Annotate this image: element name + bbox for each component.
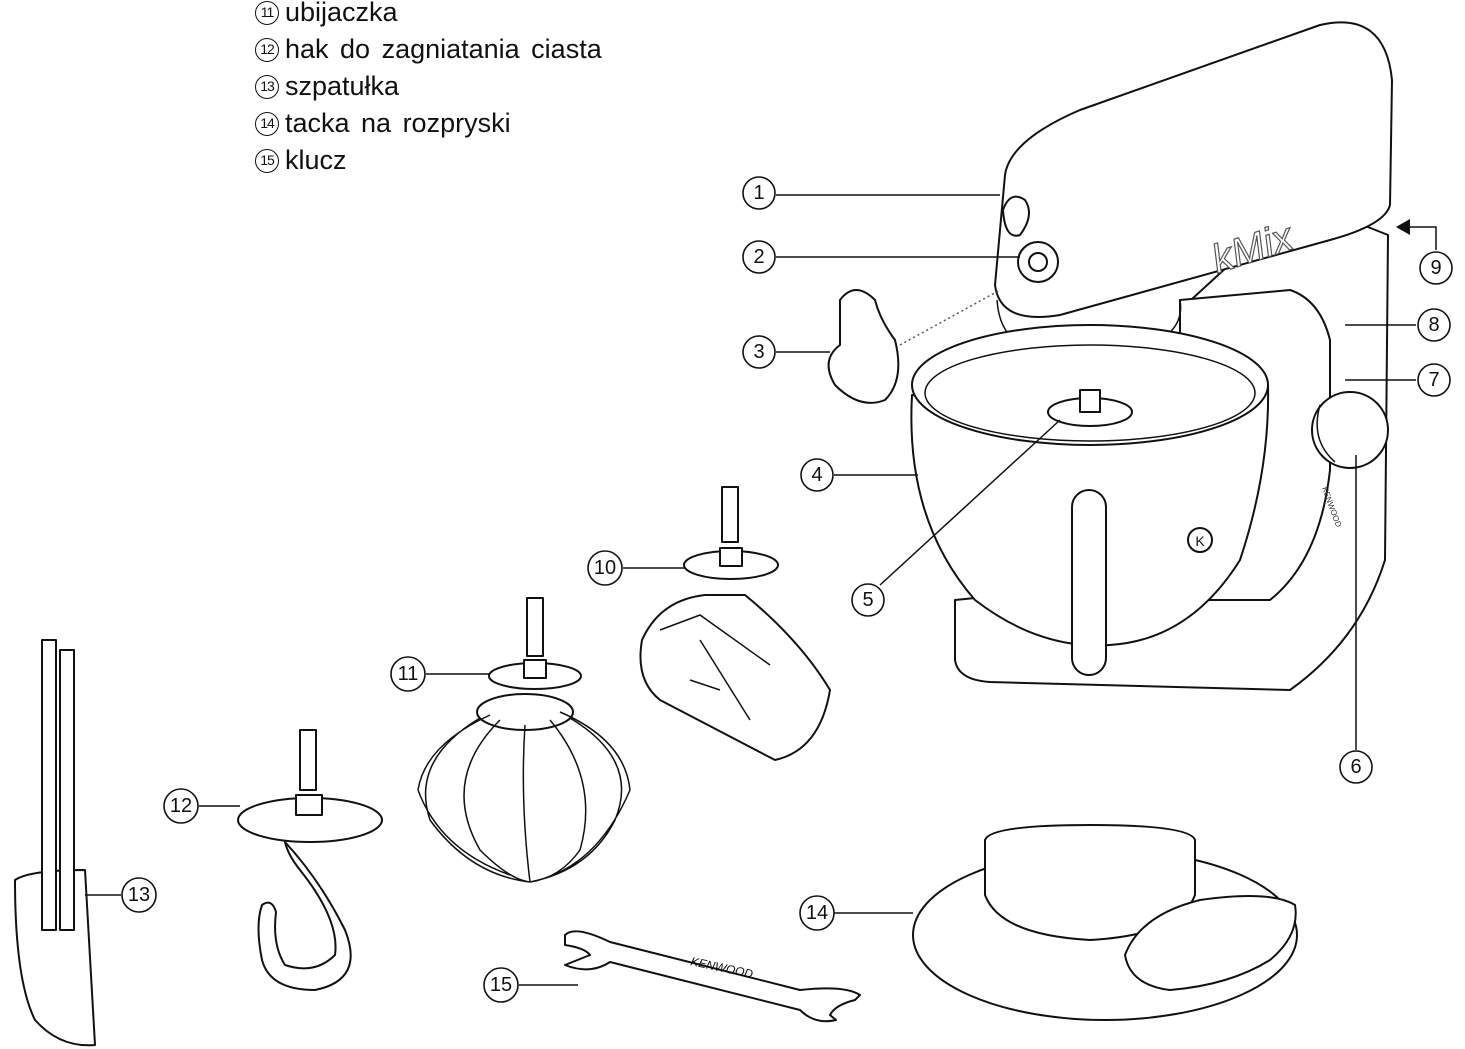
mixer-head <box>994 21 1393 318</box>
outlet-cover-slot <box>1002 195 1030 237</box>
callout-11: 11 <box>390 656 426 692</box>
bowl-logo-icon <box>1187 527 1213 553</box>
callout-6: 6 <box>1339 750 1373 784</box>
legend-label: ubijaczka <box>285 0 398 27</box>
svg-text:9: 9 <box>1430 257 1441 279</box>
k-beater-inner <box>659 614 771 721</box>
callout-3: 3 <box>742 335 776 369</box>
speed-knob <box>1311 391 1389 469</box>
legend-label: klucz <box>285 145 347 175</box>
whisk-collar <box>523 659 547 679</box>
svg-text:6: 6 <box>1350 756 1361 778</box>
callout-7: 7 <box>1417 363 1451 397</box>
callout-2: 2 <box>742 240 776 274</box>
bowl-rim <box>911 324 1269 446</box>
spanner-body <box>564 930 861 1023</box>
k-beater-shaft <box>721 486 739 543</box>
spanner: KENWOOD <box>564 930 861 1023</box>
arrow-icon <box>1396 219 1410 235</box>
k-beater-collar <box>719 547 743 567</box>
whisk-shaft <box>526 597 544 657</box>
svg-text:11: 11 <box>398 663 419 685</box>
callout-12: 12 <box>163 788 199 824</box>
dough-hook <box>237 729 383 991</box>
callout-1: 1 <box>742 176 776 210</box>
spatula <box>14 639 96 1047</box>
callout-leader <box>879 419 1061 586</box>
callout-5: 5 <box>851 583 885 617</box>
outlet-socket-center <box>1028 252 1048 272</box>
callout-13: 13 <box>121 877 157 913</box>
outlet-cover-guide <box>899 289 1001 346</box>
callout-14: 14 <box>799 895 835 931</box>
dough-hook-spiral <box>257 841 352 991</box>
legend-number: 12 <box>255 37 279 62</box>
spatula-handle <box>41 639 57 931</box>
dough-hook-collar <box>295 794 323 816</box>
svg-text:15: 15 <box>490 974 512 996</box>
tool-socket <box>1079 389 1101 413</box>
callouts: 1 2 3 4 5 6 7 8 9 10 11 12 13 14 15 <box>85 176 1453 1003</box>
svg-text:1: 1 <box>753 182 764 204</box>
svg-text:10: 10 <box>594 557 616 579</box>
callout-leader <box>1400 226 1437 250</box>
whisk <box>417 597 631 883</box>
legend-number: 14 <box>255 111 279 136</box>
outlet-cover <box>827 289 900 404</box>
callout-9: 9 <box>1419 251 1453 285</box>
splash-guard <box>912 824 1298 1021</box>
svg-text:13: 13 <box>128 884 150 906</box>
svg-text:2: 2 <box>753 246 764 268</box>
legend-number: 11 <box>255 0 279 25</box>
splash-guard-chute <box>1124 895 1297 991</box>
legend-number: 13 <box>255 74 279 99</box>
dough-hook-shaft <box>299 729 317 791</box>
callout-4: 4 <box>800 458 834 492</box>
callout-15: 15 <box>483 967 519 1003</box>
mixing-bowl: K <box>910 324 1270 676</box>
splash-guard-ring <box>984 824 1196 941</box>
legend-label: tacka na rozpryski <box>285 108 511 138</box>
bowl-logo-letter: K <box>1195 533 1205 549</box>
callout-8: 8 <box>1417 308 1451 342</box>
speed-knob-face <box>1316 404 1336 463</box>
whisk-hub <box>476 693 574 731</box>
whisk-wires <box>417 711 631 883</box>
bowl-inner-rim <box>924 344 1256 442</box>
legend-number: 15 <box>255 148 279 173</box>
svg-text:4: 4 <box>811 464 822 486</box>
bowl-handle <box>1071 489 1107 676</box>
k-beater-frame <box>639 594 831 761</box>
svg-text:14: 14 <box>806 902 828 924</box>
legend-label: hak do zagniatania ciasta <box>285 34 602 64</box>
k-beater <box>639 486 831 761</box>
svg-text:8: 8 <box>1428 314 1439 336</box>
svg-text:12: 12 <box>170 795 192 817</box>
spatula-handle-back <box>59 649 75 931</box>
svg-text:3: 3 <box>753 341 764 363</box>
callout-10: 10 <box>587 550 623 586</box>
svg-text:7: 7 <box>1428 369 1439 391</box>
svg-text:5: 5 <box>862 589 873 611</box>
legend-label: szpatułka <box>285 71 400 101</box>
